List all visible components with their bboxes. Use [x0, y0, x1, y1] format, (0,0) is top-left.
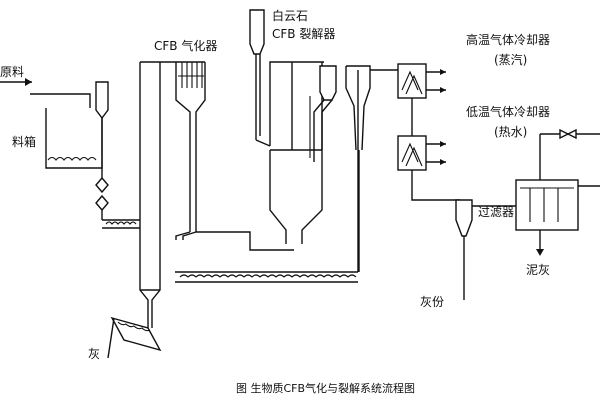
rotary-valves [95, 168, 109, 220]
label-filter: 过滤器 [478, 205, 514, 219]
feed-line [30, 93, 91, 108]
gasifier-to-cracker-line [196, 231, 294, 251]
label-sludge: 泥灰 [526, 263, 550, 277]
label-lo-cooler: 低温气体冷却器 [466, 104, 550, 119]
gasifier-riser [139, 61, 205, 328]
label-feed: 原料 [0, 65, 24, 79]
hi-temp-cooler [397, 63, 446, 99]
label-lo-cooler-medium: (热水) [494, 125, 527, 139]
label-feed-bin: 料箱 [12, 134, 36, 149]
gasifier-cyclone [175, 62, 206, 240]
label-hi-cooler-medium: (蒸汽) [494, 52, 527, 67]
return-loop [175, 70, 359, 283]
label-ash-gasifier: 灰 [88, 347, 100, 361]
feed-inlet [0, 78, 32, 86]
gas-to-filter [411, 170, 460, 201]
screw-feeder [102, 219, 140, 229]
scrubber-tank [515, 179, 600, 256]
label-ash-filter: 灰份 [420, 295, 444, 309]
filter-unit [455, 199, 516, 300]
feed-hopper [95, 81, 109, 168]
dolomite-hopper [249, 9, 271, 147]
feed-bin [45, 108, 103, 169]
figure-caption: 图 生物质CFB气化与裂解系统流程图 [236, 381, 415, 395]
secondary-cyclone [345, 65, 371, 272]
label-hi-cooler: 高温气体冷却器 [466, 32, 550, 47]
lo-temp-cooler [397, 135, 446, 171]
cracker-cyclone [309, 65, 337, 162]
water-inlet-valve [539, 128, 600, 180]
label-gasifier: CFB 气化器 [154, 38, 217, 53]
label-cracker: CFB 裂解器 [272, 27, 335, 41]
cracker-riser [269, 61, 324, 244]
label-dolomite: 白云石 [272, 8, 308, 23]
ash-screw-conveyor [107, 316, 162, 359]
